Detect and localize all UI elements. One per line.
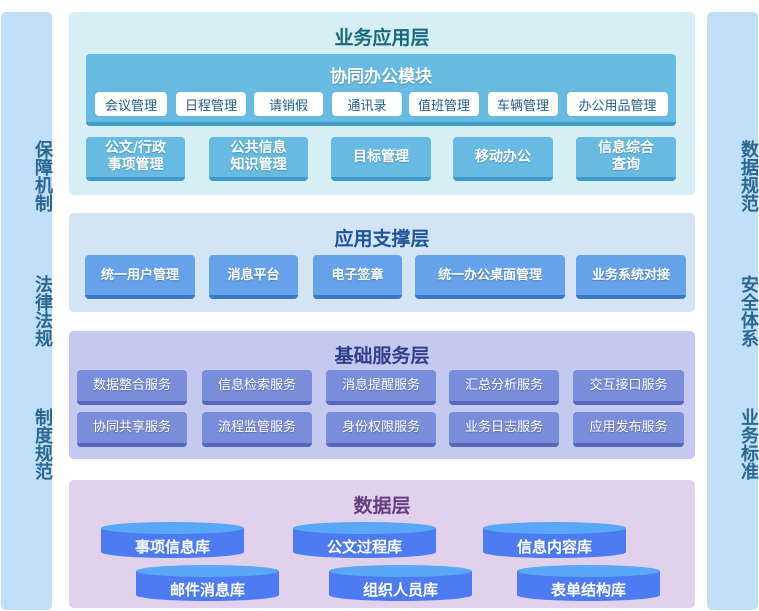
database-label: 事项信息库 — [134, 538, 210, 556]
business-item[interactable]: 公共信息 知识管理 — [209, 137, 308, 181]
service-item[interactable]: 业务日志服务 — [449, 412, 559, 447]
support-item[interactable]: 消息平台 — [209, 255, 298, 299]
service-item[interactable]: 消息提醒服务 — [326, 370, 436, 405]
service-item[interactable]: 数据整合服务 — [77, 370, 187, 405]
left-sidebar: 保障机制 法律法规 制度规范 — [1, 12, 53, 610]
business-item[interactable]: 目标管理 — [331, 137, 431, 181]
sidebar-label: 保障机制 — [32, 140, 53, 212]
layer-title: 业务应用层 — [334, 27, 430, 49]
database-cylinder[interactable]: 事项信息库 — [101, 522, 244, 558]
support-item[interactable]: 电子签章 — [313, 255, 402, 299]
database-cylinder[interactable]: 组织人员库 — [329, 565, 472, 601]
layer-title: 数据层 — [353, 495, 411, 517]
business-item[interactable]: 信息综合 查询 — [576, 137, 676, 181]
module-title: 协同办公模块 — [330, 67, 432, 87]
module-item[interactable]: 车辆管理 — [488, 92, 558, 116]
business-item[interactable]: 移动办公 — [453, 137, 553, 181]
support-item[interactable]: 业务系统对接 — [576, 255, 686, 299]
module-item[interactable]: 会议管理 — [95, 92, 167, 116]
layer-title: 基础服务层 — [334, 345, 430, 367]
database-cylinder[interactable]: 表单结构库 — [517, 565, 660, 601]
service-item[interactable]: 汇总分析服务 — [449, 370, 559, 405]
database-label: 表单结构库 — [550, 581, 626, 599]
service-item[interactable]: 身份权限服务 — [326, 412, 436, 447]
sidebar-label: 业务标准 — [738, 408, 759, 480]
right-sidebar: 数据规范 安全体系 业务标准 — [707, 12, 759, 610]
database-label: 信息内容库 — [516, 538, 592, 556]
database-cylinder[interactable]: 信息内容库 — [483, 522, 626, 558]
support-item[interactable]: 统一用户管理 — [85, 255, 195, 299]
sidebar-label: 法律法规 — [32, 275, 53, 347]
support-item[interactable]: 统一办公桌面管理 — [415, 255, 565, 299]
service-item[interactable]: 应用发布服务 — [573, 412, 684, 447]
database-label: 邮件消息库 — [169, 581, 245, 599]
business-item[interactable]: 公文/行政 事项管理 — [86, 137, 185, 181]
service-item[interactable]: 协同共享服务 — [77, 412, 187, 447]
sidebar-label: 制度规范 — [32, 408, 53, 480]
database-label: 组织人员库 — [362, 581, 438, 599]
database-label: 公文过程库 — [326, 538, 402, 556]
module-item[interactable]: 办公用品管理 — [567, 92, 668, 116]
layer-title: 应用支撑层 — [334, 228, 430, 250]
module-item[interactable]: 值班管理 — [409, 92, 479, 116]
service-item[interactable]: 信息检索服务 — [202, 370, 312, 405]
sidebar-label: 安全体系 — [738, 275, 759, 347]
module-item[interactable]: 通讯录 — [332, 92, 402, 116]
database-cylinder[interactable]: 公文过程库 — [293, 522, 436, 558]
module-item[interactable]: 请销假 — [254, 92, 323, 116]
service-item[interactable]: 流程监管服务 — [202, 412, 312, 447]
database-cylinder[interactable]: 邮件消息库 — [136, 565, 279, 601]
service-item[interactable]: 交互接口服务 — [573, 370, 684, 405]
sidebar-label: 数据规范 — [738, 140, 759, 212]
module-item[interactable]: 日程管理 — [176, 92, 246, 116]
